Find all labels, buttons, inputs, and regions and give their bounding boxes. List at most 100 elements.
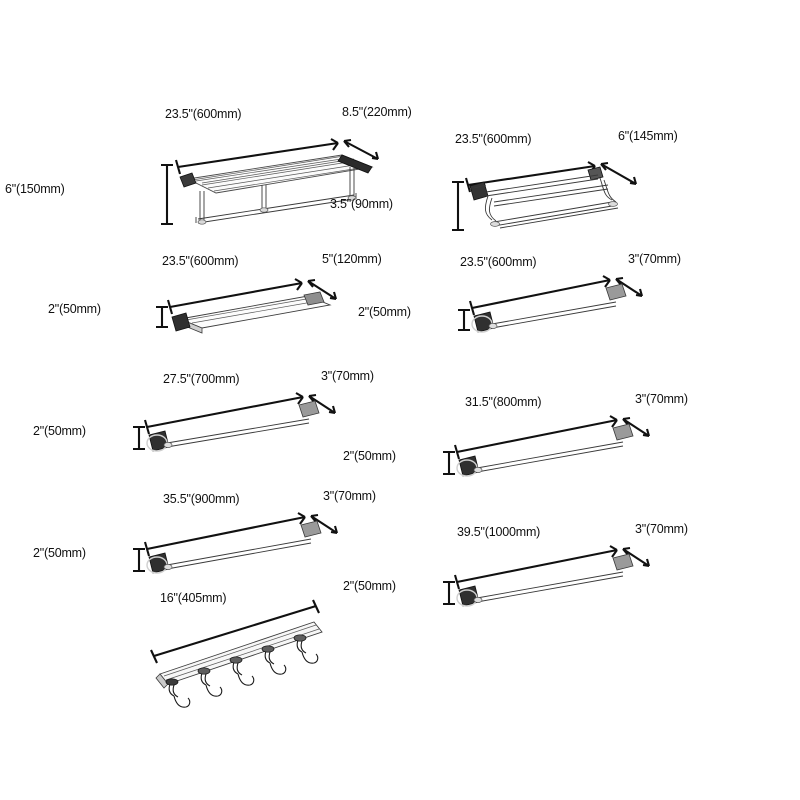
depth-dimension — [622, 416, 651, 438]
right-mount-plate — [337, 154, 373, 174]
height-dimension — [443, 450, 455, 476]
depth-label: 3"(70mm) — [321, 369, 374, 383]
rail-end-cap — [490, 221, 500, 227]
right-wall-mount — [612, 423, 634, 441]
length-dimension — [453, 415, 618, 460]
length-label: 35.5"(900mm) — [163, 492, 240, 506]
length-dimension — [166, 278, 303, 315]
product-single-towel-bar-700: 27.5"(700mm) 3"(70mm) 2"(50mm) — [33, 370, 425, 465]
depth-label: 5"(120mm) — [322, 252, 382, 266]
length-label: 23.5"(600mm) — [165, 107, 242, 121]
height-dimension — [161, 163, 173, 226]
product-flat-towel-shelf: 23.5"(600mm) 5"(120mm) 2"(50mm) — [48, 252, 440, 350]
length-dimension — [468, 275, 611, 316]
depth-dimension — [622, 546, 651, 568]
towel-bar — [491, 301, 617, 329]
post-cap — [347, 195, 357, 201]
height-label: 2"(50mm) — [343, 579, 396, 593]
towel-rack-shelf-drawing — [161, 138, 380, 226]
product-single-towel-bar-600: 23.5"(600mm) 3"(70mm) 2"(50mm) — [358, 253, 740, 348]
flat-towel-shelf-drawing — [156, 278, 338, 334]
height-label: 2"(50mm) — [33, 546, 86, 560]
product-swing-double-towel-bar: 23.5"(600mm) 6"(145mm) 3.5"(90mm) — [330, 129, 740, 240]
height-dimension — [443, 580, 455, 606]
right-wall-mount — [612, 553, 634, 571]
height-label: 2"(50mm) — [358, 305, 411, 319]
height-label: 2"(50mm) — [33, 424, 86, 438]
hook-item — [197, 667, 223, 697]
length-dimension — [453, 545, 618, 590]
depth-label: 6"(145mm) — [618, 129, 678, 143]
right-wall-mount — [605, 283, 627, 301]
single-bar-800-drawing — [443, 415, 651, 477]
support-posts — [199, 167, 355, 221]
depth-label: 3"(70mm) — [323, 489, 376, 503]
depth-dimension — [343, 138, 380, 161]
towel-bar — [476, 441, 624, 473]
left-wall-bracket — [171, 312, 191, 332]
single-bar-900-drawing — [133, 512, 339, 574]
height-dimension — [133, 425, 145, 451]
right-wall-mount — [298, 400, 320, 418]
length-dimension — [150, 599, 320, 664]
length-label: 39.5"(1000mm) — [457, 525, 541, 539]
towel-bar — [476, 571, 624, 603]
rail-end-cap-left — [155, 673, 169, 689]
length-label: 16"(405mm) — [160, 591, 227, 605]
lower-towel-bar — [195, 193, 357, 224]
single-bar-1000-drawing — [443, 545, 651, 607]
rail-end-cap — [608, 201, 618, 207]
swing-arms — [484, 177, 617, 222]
product-single-towel-bar-1000: 39.5"(1000mm) 3"(70mm) 2"(50mm) — [343, 523, 735, 618]
length-label: 23.5"(600mm) — [460, 255, 537, 269]
depth-dimension — [600, 161, 638, 186]
height-dimension — [458, 308, 470, 332]
upper-rail — [485, 174, 609, 207]
depth-dimension — [308, 393, 337, 415]
bar-end-cap — [473, 467, 483, 473]
length-label: 31.5"(800mm) — [465, 395, 542, 409]
towel-bar — [166, 538, 312, 570]
length-dimension — [174, 138, 339, 175]
depth-label: 3"(70mm) — [635, 522, 688, 536]
bar-end-cap — [163, 442, 173, 448]
lower-rail — [493, 201, 619, 229]
product-single-towel-bar-900: 35.5"(900mm) 3"(70mm) 2"(50mm) — [33, 490, 425, 585]
hooks — [165, 634, 319, 708]
height-dimension — [133, 547, 145, 573]
depth-label: 3"(70mm) — [628, 252, 681, 266]
hook-item — [165, 678, 191, 708]
product-single-towel-bar-800: 31.5"(800mm) 3"(70mm) 2"(50mm) — [343, 393, 735, 488]
product-five-hook-rail: 16"(405mm) — [130, 588, 380, 713]
post-cap — [259, 207, 269, 213]
hook-item — [229, 656, 255, 686]
hook-item — [261, 645, 287, 675]
depth-dimension — [307, 278, 338, 301]
height-label: 3.5"(90mm) — [330, 197, 393, 211]
length-dimension — [143, 392, 304, 435]
five-hook-rail-drawing — [150, 599, 323, 708]
single-bar-700-drawing — [133, 392, 337, 452]
right-wall-mount — [300, 520, 322, 538]
right-wall-bracket — [303, 291, 325, 306]
bar-end-cap — [488, 323, 498, 329]
post-cap — [197, 219, 207, 225]
product-towel-rack-shelf: 23.5"(600mm) 8.5"(220mm) 6"(150mm) — [5, 105, 440, 230]
depth-label: 8.5"(220mm) — [342, 105, 412, 119]
length-label: 23.5"(600mm) — [455, 132, 532, 146]
height-label: 2"(50mm) — [343, 449, 396, 463]
bar-end-cap — [473, 597, 483, 603]
bar-end-cap — [163, 564, 173, 570]
left-wall-plate — [179, 172, 197, 188]
depth-dimension — [615, 276, 644, 298]
height-label: 2"(50mm) — [48, 302, 101, 316]
length-dimension — [143, 512, 306, 557]
right-wall-bracket — [587, 166, 604, 181]
length-label: 27.5"(700mm) — [163, 372, 240, 386]
depth-label: 3"(70mm) — [635, 392, 688, 406]
single-bar-600-drawing — [458, 275, 644, 333]
height-dimension — [156, 305, 168, 329]
towel-bar — [166, 418, 310, 448]
height-dimension — [452, 180, 464, 232]
